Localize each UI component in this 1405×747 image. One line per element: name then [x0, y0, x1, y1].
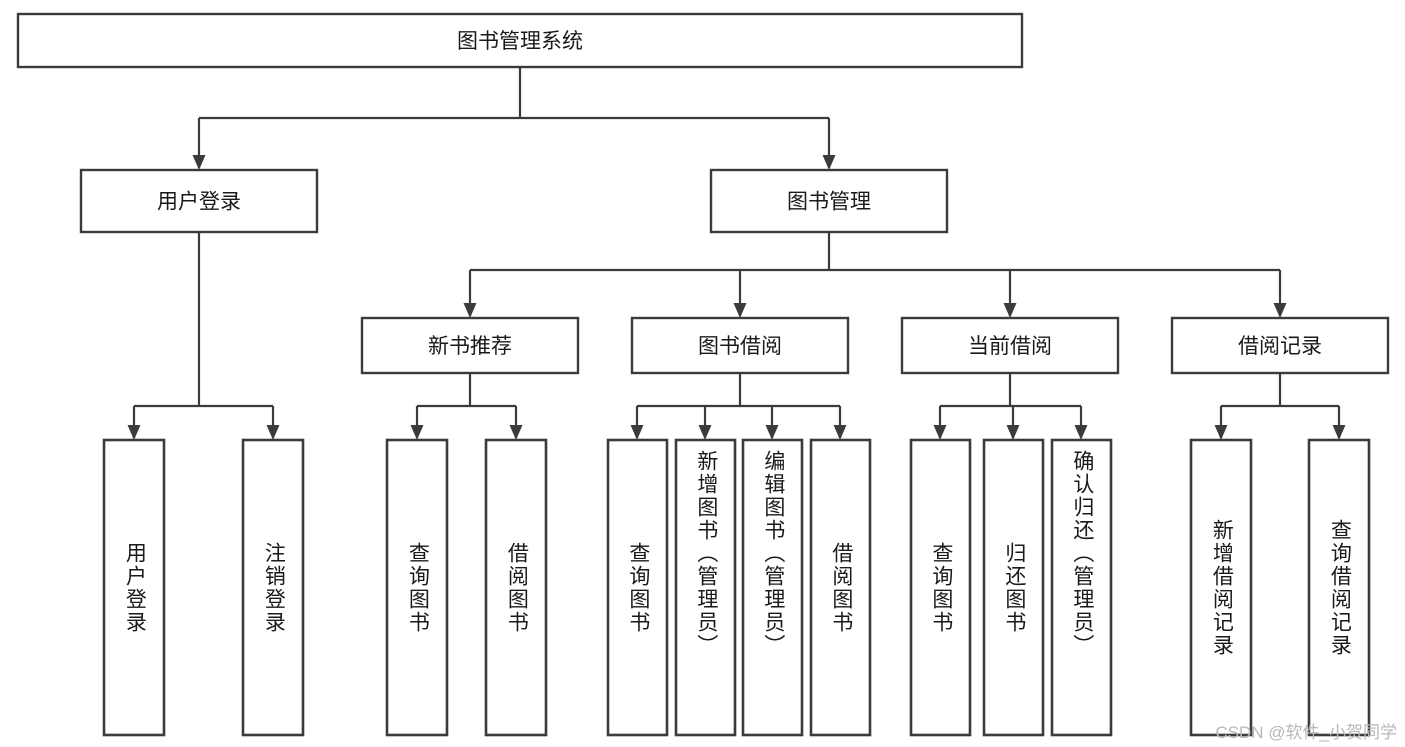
arrow-head-icon [733, 303, 747, 318]
node-leaf-edit-book-label: 编辑图书（管理员） [761, 450, 785, 657]
node-root[interactable]: 图书管理系统 [16, 12, 1024, 69]
node-leaf-query-book-1-label: 查询图书 [406, 541, 430, 634]
node-leaf-user-login-label: 用户登录 [123, 541, 147, 634]
arrow-head-icon [1273, 303, 1287, 318]
node-current-borrow-box[interactable] [900, 316, 1120, 375]
arrow-head-icon [1332, 425, 1346, 440]
node-leaf-add-record-label: 新增借阅记录 [1210, 518, 1234, 657]
node-leaf-query-book-2-box[interactable] [606, 438, 669, 737]
node-leaf-query-record[interactable]: 查询借阅记录 [1309, 440, 1369, 735]
node-leaf-add-record-box[interactable] [1189, 438, 1253, 737]
node-new-book-recommend[interactable]: 新书推荐 [360, 316, 580, 375]
arrow-head-icon [933, 425, 947, 440]
node-leaf-borrow-book-2-label: 借阅图书 [829, 541, 853, 634]
node-leaf-borrow-book-1-label: 借阅图书 [505, 541, 529, 634]
arrow-head-icon [1074, 425, 1088, 440]
arrow-head-icon [822, 155, 836, 170]
node-leaf-return-book-label: 归还图书 [1002, 541, 1026, 634]
node-user-login[interactable]: 用户登录 [79, 168, 319, 234]
node-leaf-query-book-1-box[interactable] [385, 438, 449, 737]
arrow-head-icon [698, 425, 712, 440]
connector-layer [127, 67, 1346, 440]
node-leaf-query-book-2-label: 查询图书 [626, 541, 650, 634]
node-leaf-borrow-book-1-box[interactable] [484, 438, 548, 737]
node-leaf-add-book-label: 新增图书（管理员） [694, 450, 718, 657]
arrow-head-icon [509, 425, 523, 440]
arrow-head-icon [1006, 425, 1020, 440]
node-leaf-logout[interactable]: 注销登录 [243, 440, 303, 735]
arrow-head-icon [765, 425, 779, 440]
node-user-login-label: 用户登录 [157, 191, 241, 214]
arrow-head-icon [833, 425, 847, 440]
arrow-head-icon [1003, 303, 1017, 318]
node-borrow-record[interactable]: 借阅记录 [1170, 316, 1390, 375]
arrow-head-icon [266, 425, 280, 440]
node-leaf-query-record-box[interactable] [1307, 438, 1371, 737]
node-book-borrow-box[interactable] [630, 316, 850, 375]
arrow-head-icon [630, 425, 644, 440]
node-leaf-return-book-box[interactable] [982, 438, 1045, 737]
node-leaf-logout-label: 注销登录 [262, 541, 286, 634]
node-leaf-user-login[interactable]: 用户登录 [104, 440, 164, 735]
arrow-head-icon [463, 303, 477, 318]
node-leaf-user-login-box[interactable] [102, 438, 166, 737]
node-root-box[interactable] [16, 12, 1024, 69]
node-book-manage[interactable]: 图书管理 [709, 168, 949, 234]
node-new-book-recommend-box[interactable] [360, 316, 580, 375]
arrow-head-icon [1214, 425, 1228, 440]
node-leaf-edit-book-box[interactable] [741, 438, 804, 737]
node-leaf-add-record[interactable]: 新增借阅记录 [1191, 440, 1251, 735]
watermark-text: CSDN @软件_小贺同学 [1215, 723, 1397, 742]
node-book-borrow-label: 图书借阅 [698, 335, 782, 358]
node-current-borrow-label: 当前借阅 [968, 335, 1052, 358]
node-leaf-return-book[interactable]: 归还图书 [984, 440, 1043, 735]
node-user-login-box[interactable] [79, 168, 319, 234]
node-root-label: 图书管理系统 [457, 30, 583, 53]
arrow-head-icon [410, 425, 424, 440]
node-leaf-confirm-return[interactable]: 确认归还（管理员） [1052, 440, 1111, 735]
node-leaf-add-book-box[interactable] [674, 438, 737, 737]
node-new-book-recommend-label: 新书推荐 [428, 335, 512, 358]
node-borrow-record-box[interactable] [1170, 316, 1390, 375]
node-leaf-query-book-3-box[interactable] [909, 438, 972, 737]
node-leaf-borrow-book-2[interactable]: 借阅图书 [811, 440, 870, 735]
node-leaf-edit-book[interactable]: 编辑图书（管理员） [743, 440, 802, 735]
node-book-manage-box[interactable] [709, 168, 949, 234]
node-leaf-borrow-book-2-box[interactable] [809, 438, 872, 737]
node-current-borrow[interactable]: 当前借阅 [900, 316, 1120, 375]
node-leaf-confirm-return-box[interactable] [1050, 438, 1113, 737]
node-leaf-query-book-3[interactable]: 查询图书 [911, 440, 970, 735]
node-leaf-add-book[interactable]: 新增图书（管理员） [676, 440, 735, 735]
node-leaf-confirm-return-label: 确认归还（管理员） [1070, 450, 1094, 657]
arrow-head-icon [127, 425, 141, 440]
node-leaf-query-book-1[interactable]: 查询图书 [387, 440, 447, 735]
node-book-manage-label: 图书管理 [787, 191, 871, 214]
node-book-borrow[interactable]: 图书借阅 [630, 316, 850, 375]
node-leaf-query-book-2[interactable]: 查询图书 [608, 440, 667, 735]
node-leaf-query-book-3-label: 查询图书 [929, 541, 953, 634]
node-borrow-record-label: 借阅记录 [1238, 335, 1322, 358]
node-leaf-logout-box[interactable] [241, 438, 305, 737]
arrow-head-icon [192, 155, 206, 170]
node-leaf-query-record-label: 查询借阅记录 [1328, 518, 1352, 657]
node-leaf-borrow-book-1[interactable]: 借阅图书 [486, 440, 546, 735]
